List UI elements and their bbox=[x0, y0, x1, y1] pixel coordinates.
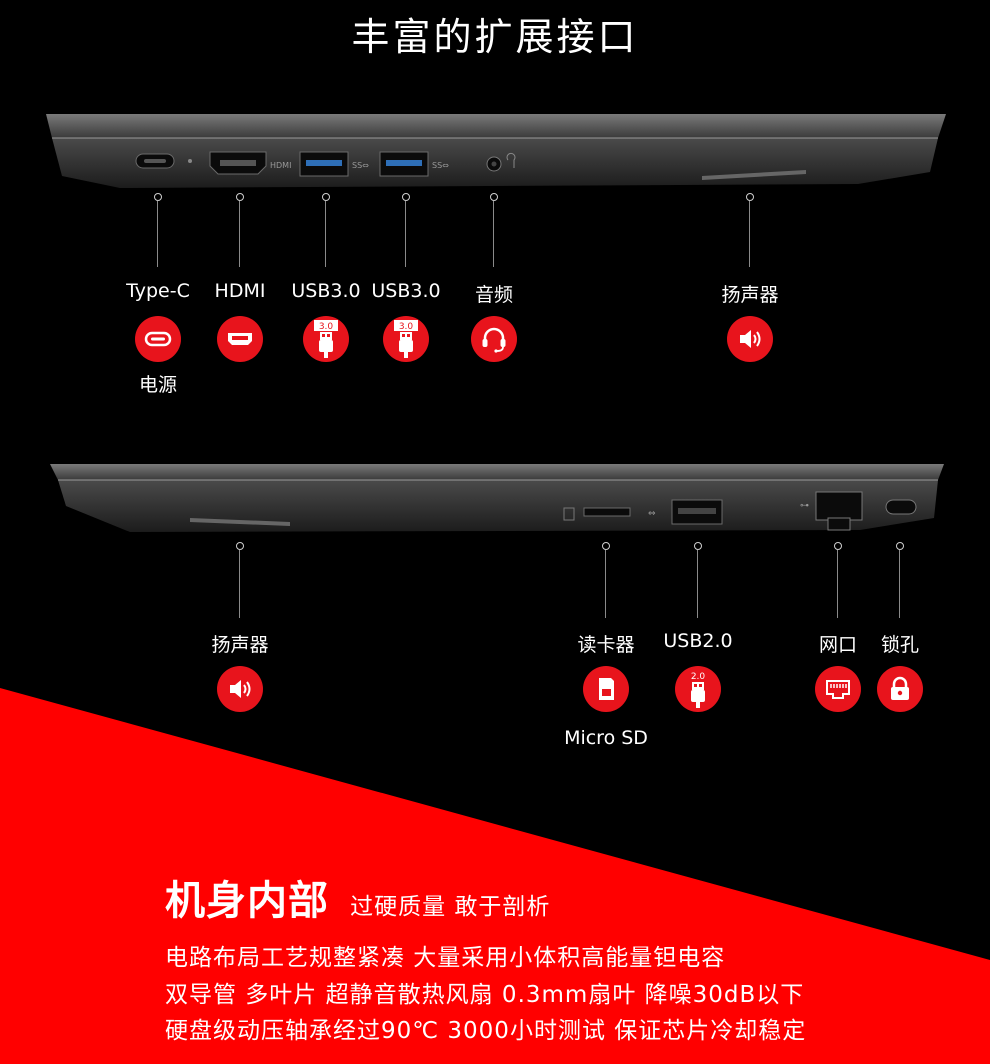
svg-text:⇔: ⇔ bbox=[648, 509, 656, 519]
port-label: 读卡器 bbox=[577, 634, 635, 656]
ss-mark-2: SS⇔ bbox=[432, 161, 449, 170]
usb-plug-icon: 2.0 bbox=[675, 666, 721, 712]
port-label: 音频 bbox=[474, 284, 513, 306]
speaker-icon bbox=[727, 316, 773, 362]
description-line: 双导管 多叶片 超静音散热风扇 0.3mm扇叶 降噪30dB以下 bbox=[165, 982, 805, 1008]
port-label: HDMI bbox=[214, 280, 266, 302]
laptop-right-side: ⇔ ⊶ bbox=[50, 464, 944, 532]
section-title: 机身内部 bbox=[165, 878, 329, 924]
sd-card-icon bbox=[583, 666, 629, 712]
section-heading: 机身内部 过硬质量 敢于剖析 bbox=[165, 868, 550, 926]
port-label: 扬声器 bbox=[211, 634, 269, 656]
port-label: 扬声器 bbox=[721, 284, 779, 306]
ethernet-icon bbox=[815, 666, 861, 712]
description-line: 硬盘级动压轴承经过90℃ 3000小时测试 保证芯片冷却稳定 bbox=[165, 1018, 807, 1044]
port-label: 网口 bbox=[818, 634, 857, 656]
usb-version-text: 3.0 bbox=[319, 322, 334, 332]
usb-version-text: 3.0 bbox=[399, 322, 414, 332]
laptop-left-side: HDMI SS⇔ SS⇔ bbox=[46, 114, 946, 188]
ss-mark-1: SS⇔ bbox=[352, 161, 369, 170]
svg-text:⊶: ⊶ bbox=[800, 501, 809, 511]
usb-plug-icon: 3.0 bbox=[303, 316, 349, 362]
port-label: USB2.0 bbox=[663, 630, 733, 652]
usb-c-icon bbox=[135, 316, 181, 362]
speaker-icon bbox=[217, 666, 263, 712]
page-title: 丰富的扩展接口 bbox=[351, 15, 639, 59]
port-sublabel: 电源 bbox=[138, 374, 177, 396]
section-tagline: 过硬质量 敢于剖析 bbox=[350, 894, 551, 920]
lock-icon bbox=[877, 666, 923, 712]
port-label: Type-C bbox=[126, 280, 190, 302]
port-label: 锁孔 bbox=[880, 634, 919, 656]
port-label: USB3.0 bbox=[371, 280, 441, 302]
hdmi-icon bbox=[217, 316, 263, 362]
usb-plug-icon: 3.0 bbox=[383, 316, 429, 362]
port-label: USB3.0 bbox=[291, 280, 361, 302]
headset-icon bbox=[471, 316, 517, 362]
usb-version-text: 2.0 bbox=[691, 672, 706, 682]
port-sublabel: Micro SD bbox=[564, 727, 648, 749]
description-line: 电路布局工艺规整紧凑 大量采用小体积高能量钽电容 bbox=[165, 945, 726, 971]
hdmi-mark: HDMI bbox=[270, 161, 291, 170]
